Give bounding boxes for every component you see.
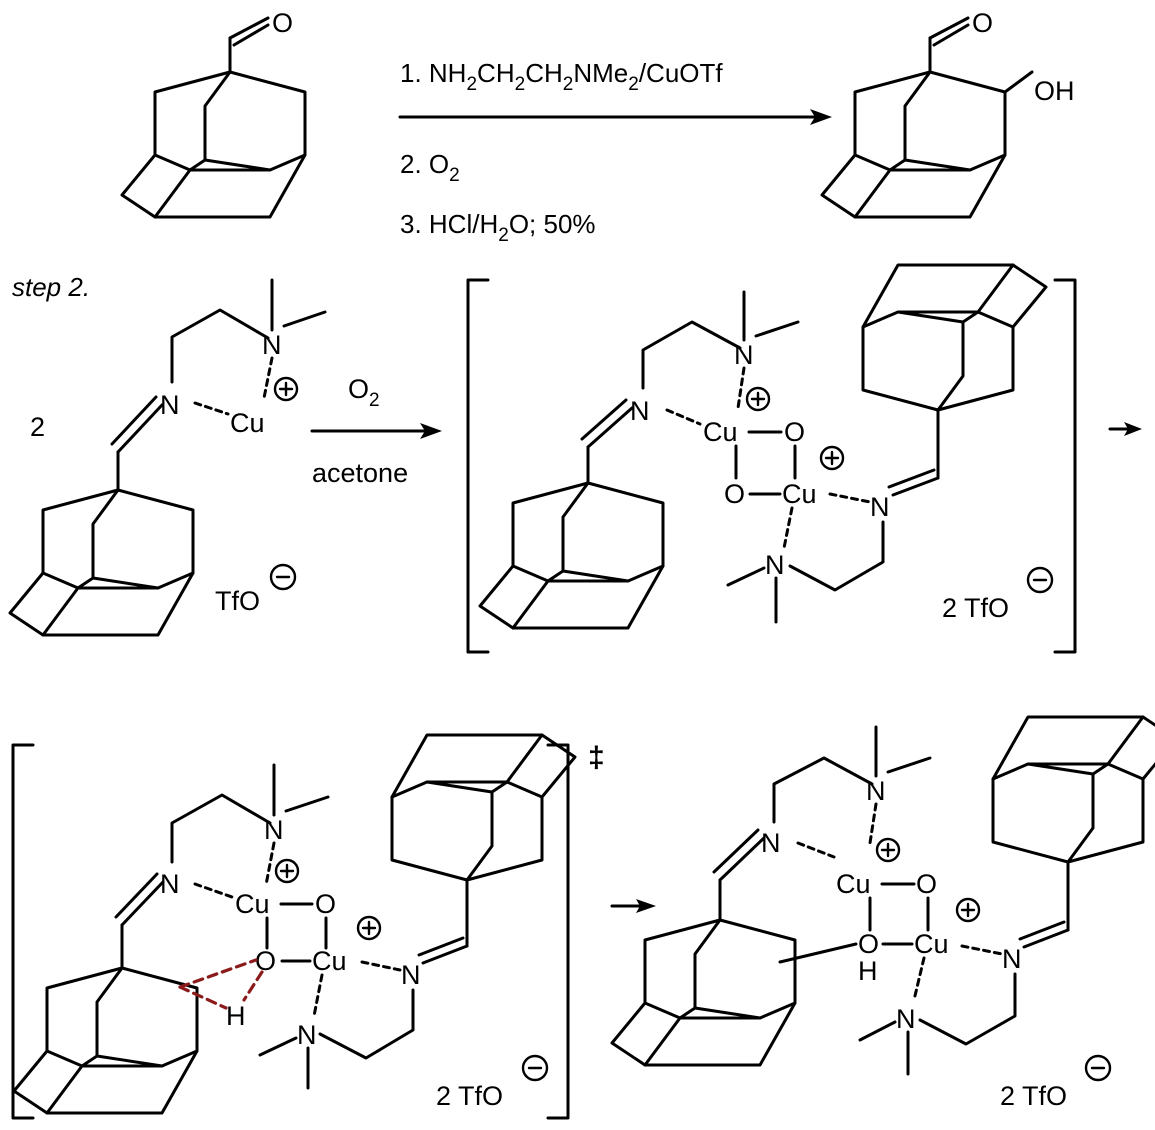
ts-amine-nitrogen: N xyxy=(264,815,284,845)
dicopper-peroxo-complex: N N Cu O O Cu N N 2 TfO xyxy=(466,263,1077,654)
product-hydroxyl: OH xyxy=(1034,76,1075,106)
imine-nitrogen-a: N xyxy=(630,396,650,426)
final-amine-nitrogen-b: N xyxy=(896,1004,916,1034)
reagent-oxygen: O2 xyxy=(348,374,380,411)
reaction-arrow-top xyxy=(398,109,832,125)
reagent-step-2: 2. O2 xyxy=(400,149,460,186)
ts-copper-b: Cu xyxy=(312,946,347,976)
ts-imine-nitrogen: N xyxy=(160,869,180,899)
ts-amine-nitrogen-b: N xyxy=(297,1020,317,1050)
final-oxygen-a: O xyxy=(916,869,937,899)
product-aldehyde-oxygen: O xyxy=(972,8,993,38)
final-copper-a: Cu xyxy=(836,869,871,899)
reagent-conditions: 1. NH2CH2CH2NMe2/CuOTf 2. O2 3. HCl/H2O;… xyxy=(400,58,723,246)
reagent-step-1: 1. NH2CH2CH2NMe2/CuOTf xyxy=(400,58,723,95)
oxo-oxygen-b: O xyxy=(724,479,745,509)
counterion-triflate: TfO xyxy=(215,586,260,616)
final-amine-nitrogen: N xyxy=(866,776,886,806)
final-hydroxyl-hydrogen: H xyxy=(858,956,878,986)
final-copper-b: Cu xyxy=(914,929,949,959)
reaction-arrow-o2: O2 acetone xyxy=(310,374,442,488)
final-imine-nitrogen: N xyxy=(761,828,781,858)
amine-nitrogen-a: N xyxy=(734,340,754,370)
cu-imine-complex: 2 N N Cu TfO xyxy=(8,278,327,637)
ts-oxygen-a: O xyxy=(315,889,336,919)
ts-imine-nitrogen-b: N xyxy=(401,960,421,990)
amine-nitrogen: N xyxy=(262,330,282,360)
hydroxylated-dicopper-complex: N N Cu O O H Cu N N 2 TfO xyxy=(610,715,1155,1111)
imine-nitrogen: N xyxy=(160,390,180,420)
solvent-label: acetone xyxy=(312,458,408,488)
aldehyde-oxygen: O xyxy=(272,8,293,38)
final-counterion-triflate: 2 TfO xyxy=(1000,1081,1067,1111)
ts-counterion-triflate: 2 TfO xyxy=(436,1081,503,1111)
transition-state-mark: ‡ xyxy=(588,741,605,774)
reactant-aldehyde: O xyxy=(120,8,307,219)
ts-hydrogen: H xyxy=(226,1001,246,1031)
reaction-arrow-right xyxy=(1108,422,1142,436)
ts-copper-a: Cu xyxy=(235,889,270,919)
ts-oxygen-b: O xyxy=(255,946,276,976)
reagent-step-3: 3. HCl/H2O; 50% xyxy=(400,209,596,246)
product-hydroxy-aldehyde: O OH xyxy=(820,8,1075,219)
oxo-oxygen-a: O xyxy=(784,417,805,447)
final-hydroxyl-oxygen: O xyxy=(858,929,879,959)
final-imine-nitrogen-b: N xyxy=(1002,944,1022,974)
reaction-arrow-final xyxy=(610,899,656,913)
transition-state: ‡ N N Cu O O Cu N N H 2 T xyxy=(11,733,605,1120)
copper-atom: Cu xyxy=(230,408,265,438)
copper-atom-a: Cu xyxy=(703,417,738,447)
imine-nitrogen-b: N xyxy=(870,492,890,522)
amine-nitrogen-b: N xyxy=(765,550,785,580)
step-label: step 2. xyxy=(12,272,90,302)
counterion-triflate-2: 2 TfO xyxy=(942,593,1009,623)
stoichiometry: 2 xyxy=(30,412,45,442)
copper-atom-b: Cu xyxy=(782,479,817,509)
